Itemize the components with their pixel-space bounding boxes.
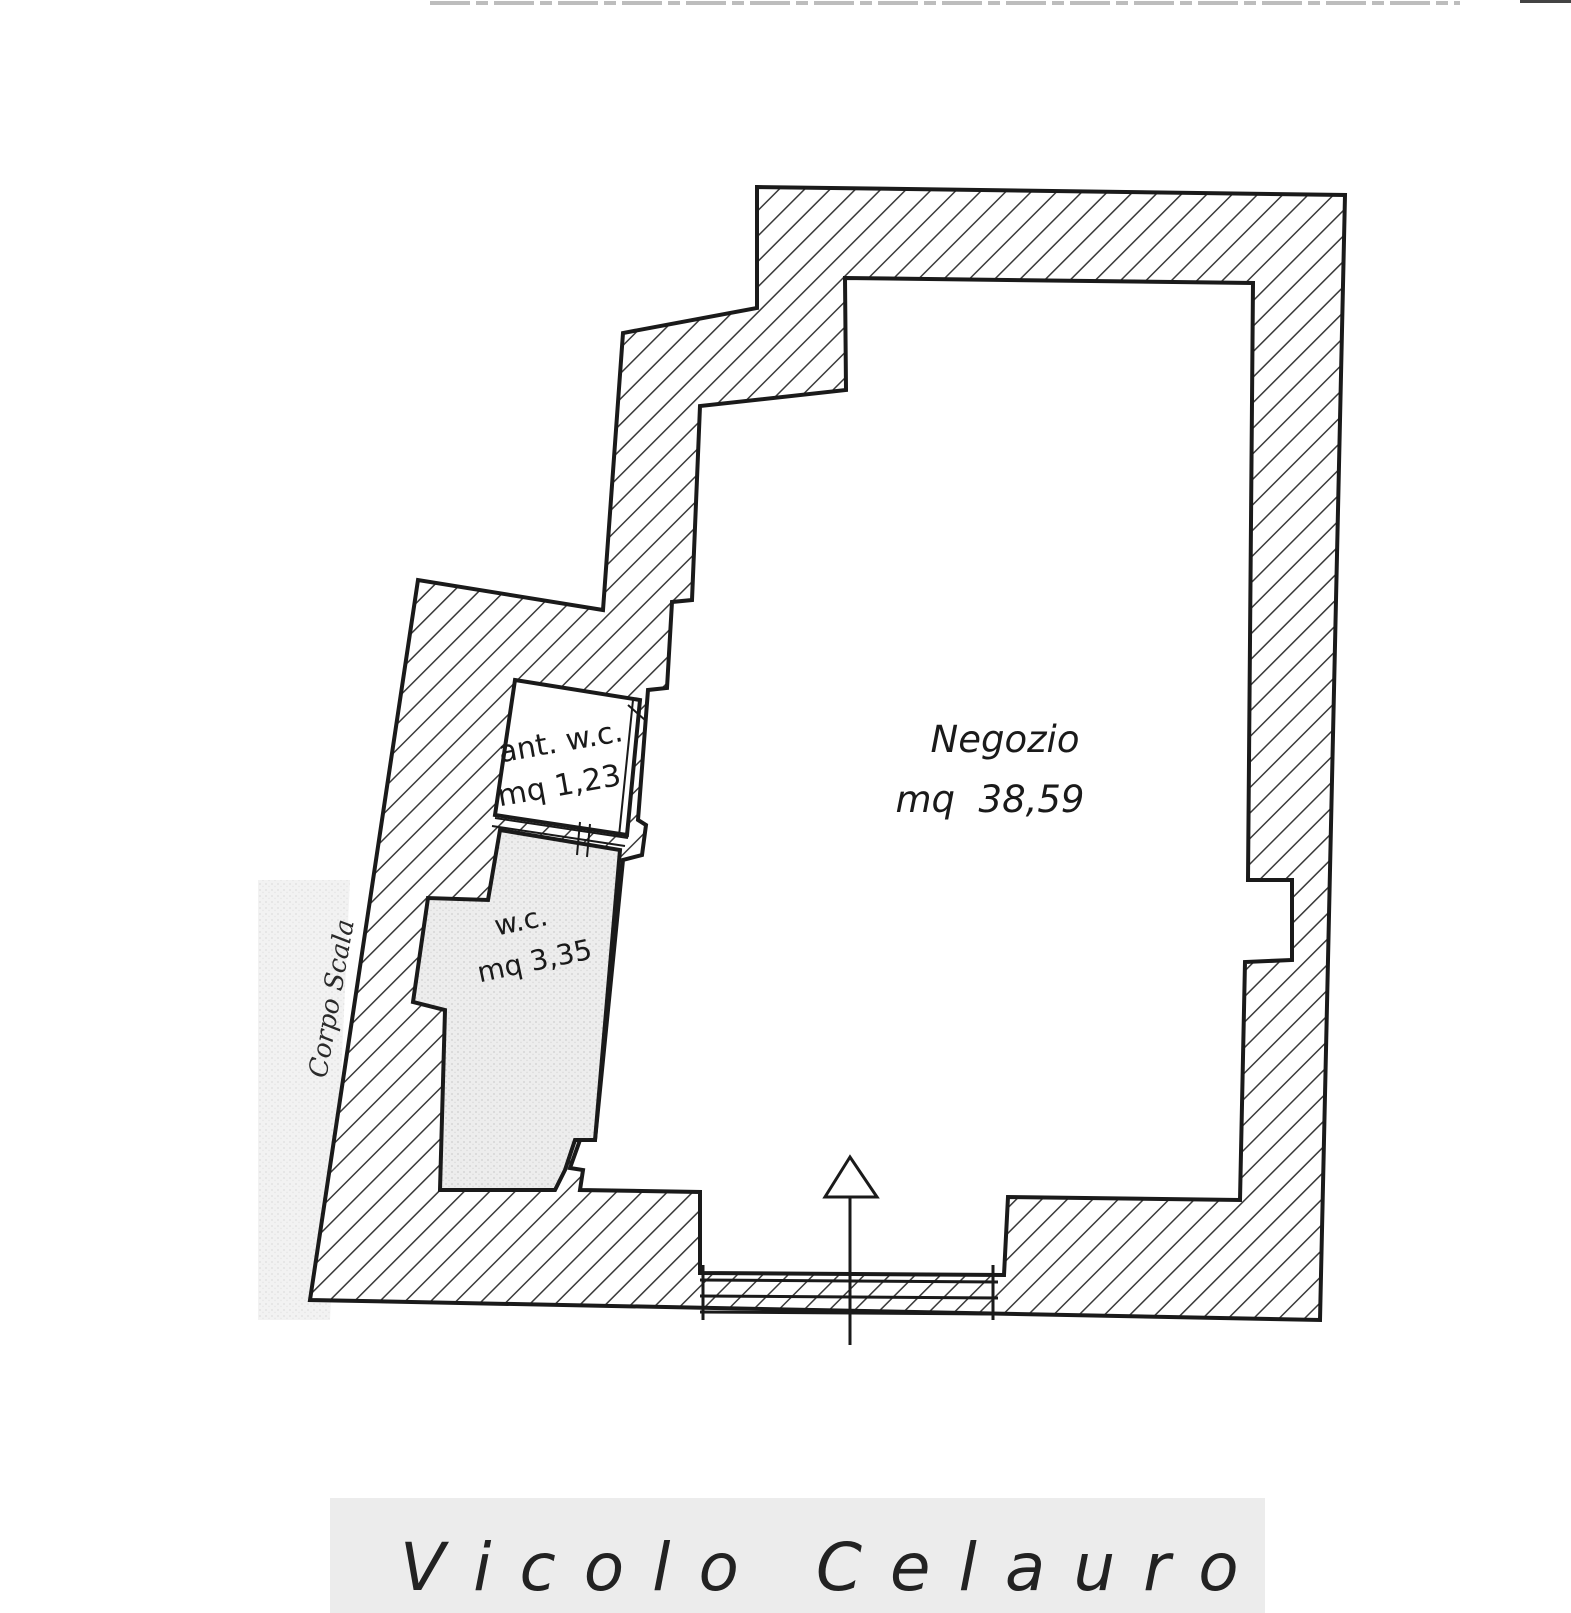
street-label-band: Vicolo Celauro bbox=[330, 1498, 1267, 1613]
room-area-negozio: mq 38,59 bbox=[896, 778, 1085, 821]
room-wc bbox=[410, 827, 623, 1192]
interior-doors bbox=[491, 699, 646, 858]
entrance-arrow-icon bbox=[822, 1154, 880, 1345]
scan-artifact bbox=[430, 0, 1571, 5]
label-negozio: Negozio mq 38,59 bbox=[896, 718, 1085, 821]
room-negozio bbox=[567, 275, 1294, 1278]
room-name-negozio: Negozio bbox=[931, 718, 1080, 761]
street-name: Vicolo Celauro bbox=[400, 1529, 1267, 1606]
